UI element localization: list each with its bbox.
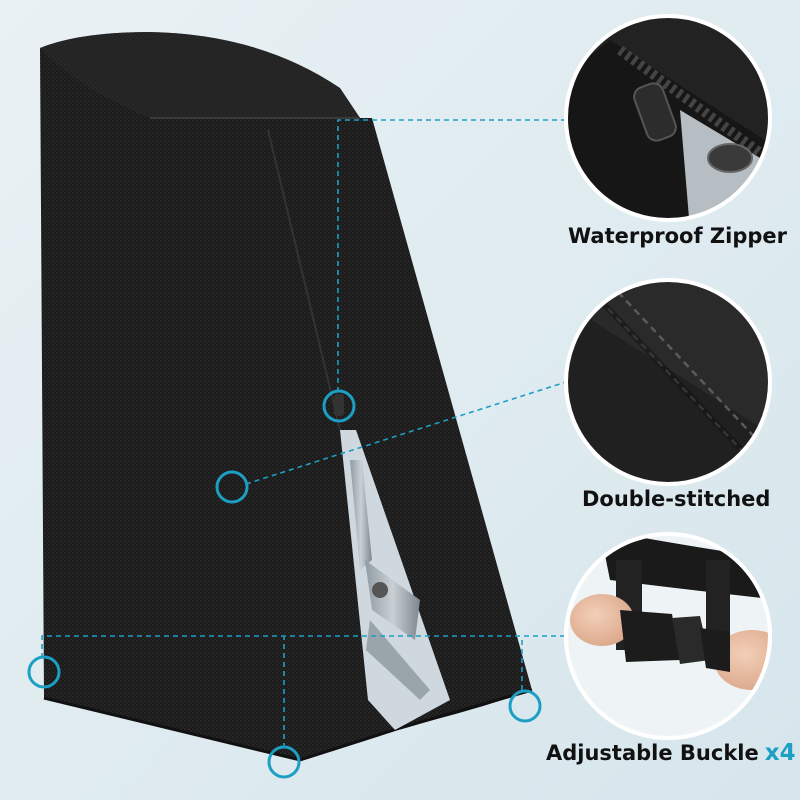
callout-markers (27, 389, 542, 779)
buckle-quantity: x4 (764, 740, 796, 766)
stitching-detail-image (564, 278, 772, 486)
zipper-marker (322, 389, 356, 423)
buckle-marker-back-right (508, 689, 542, 723)
zipper-feature-label: Waterproof Zipper (568, 224, 788, 248)
zipper-detail-image (564, 14, 772, 222)
exposed-frame (340, 430, 450, 730)
equipment-cover (40, 32, 533, 762)
stitching-feature-label: Double-stitched (582, 487, 771, 511)
stitch-marker (215, 470, 249, 504)
buckle-detail-image (564, 532, 772, 740)
buckle-feature-text: Adjustable Buckle (546, 741, 759, 765)
callout-lines (41, 119, 567, 748)
buckle-marker-front-center (267, 745, 301, 779)
buckle-marker-front-left (27, 655, 61, 689)
cover-zipper-pull (334, 394, 344, 416)
